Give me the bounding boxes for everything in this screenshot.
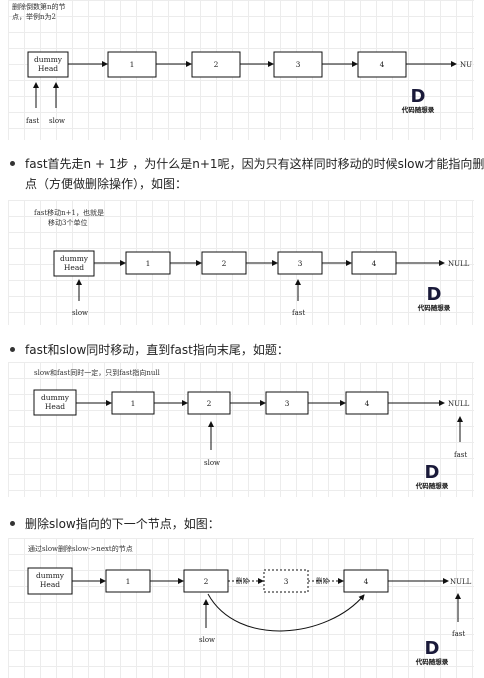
caption-line: fast移动n+1，也就是 [34,209,104,217]
diagram-caption: 通过slow删除slow->next的节点 [28,544,133,554]
pointer-arrows [203,593,461,628]
pointer-slow-label: slow [72,309,88,317]
pointer-fast-label: fast [454,451,467,459]
node-label: 3 [285,399,290,408]
bullet-text: 删除slow指向的下一个节点，如图： [25,517,220,531]
node-label: 2 [214,60,219,69]
node-label: 3 [284,577,289,586]
node-2: 2 [201,251,247,275]
pointer-slow-label: slow [199,636,215,644]
node-3: 3 [265,391,309,415]
bullet-step-2: fast和slow同时移动，直到fast指向末尾，如题： [8,340,289,360]
logo-text: 代码随想录 [401,106,435,114]
node-label: 3 [298,259,303,268]
pointer-fast-label: fast [26,117,39,125]
delete-label: 删除 [236,576,250,585]
node-2: 2 [187,391,231,415]
logo-letter: D [424,462,440,483]
node-label: 2 [222,259,227,268]
pointer-slow-label: slow [49,117,65,125]
bullet-dot [10,520,15,526]
logo-text: 代码随想录 [415,482,449,490]
node-label: 4 [365,399,370,408]
diagram-caption: 删除倒数第n的节 点，举例n为2 [12,2,66,22]
bullet-dot [10,346,15,352]
node-1: 1 [111,391,155,415]
node-4: 4 [351,251,397,275]
node-1: 1 [105,569,151,593]
pointer-fast-label: fast [292,309,305,317]
node-label: 1 [126,577,131,586]
node-3: 3 [277,251,323,275]
node-label: 3 [296,60,301,69]
bullet-text: fast和slow同时移动，直到fast指向末尾，如题： [25,343,289,357]
logo: D 代码随想录 [402,462,462,491]
logo-letter: D [410,86,426,107]
bullet-dot [10,160,15,166]
bullet-step-3: 删除slow指向的下一个节点，如图： [8,514,220,534]
diagram-caption: slow和fast同时一定，只到fast指向null [34,368,160,378]
caption-line: slow和fast同时一定，只到fast指向null [34,369,160,377]
node-label: 2 [204,577,209,586]
node-label: 4 [364,577,369,586]
logo: D 代码随想录 [402,638,462,667]
null-label: NULL [450,578,472,586]
caption-line: 删除倒数第n的节 [12,3,66,11]
pointer-arrows [76,279,301,301]
pointer-arrows [208,416,463,450]
pointer-arrows [33,82,59,108]
skip-arrow [207,593,365,632]
bullet-text: 点（方便做删除操作），如图： [25,177,188,191]
logo-letter: D [424,638,440,659]
node-4: 4 [357,51,407,78]
node-label: 1 [131,399,136,408]
null-label: NULL [448,260,470,268]
node-1: 1 [107,51,157,78]
bullet-step-1: fast首先走n + 1步 ，为什么是n+1呢，因为只有这样同时移动的时候slo… [8,154,484,194]
logo-text: 代码随想录 [415,658,449,666]
node-2: 2 [183,569,229,593]
node-label: 1 [146,259,151,268]
null-label: NULL [448,400,470,408]
delete-label: 删除 [316,576,330,585]
null-label: NU [460,61,472,69]
bullet-text: fast首先走n + 1步 ，为什么是n+1呢，因为只有这样同时移动的时候slo… [25,157,484,171]
pointer-fast-label: fast [452,630,465,638]
node-label: 4 [380,60,385,69]
diagram-caption: fast移动n+1，也就是 移动3个单位 [34,208,104,228]
node-3: 3 [273,51,323,78]
logo: D 代码随想录 [388,86,448,115]
node-4: 4 [345,391,389,415]
node-4: 4 [343,569,389,593]
logo: D 代码随想录 [404,284,464,313]
caption-line: 点，举例n为2 [12,13,56,21]
caption-line: 移动3个单位 [48,219,88,227]
node-2: 2 [191,51,241,78]
node-label: 1 [130,60,135,69]
logo-text: 代码随想录 [417,304,451,312]
logo-letter: D [426,284,442,305]
node-label: 4 [372,259,377,268]
node-3-deleted: 3 [263,569,309,593]
node-label: 2 [207,399,212,408]
pointer-slow-label: slow [204,459,220,467]
caption-line: 通过slow删除slow->next的节点 [28,545,133,553]
node-1: 1 [125,251,171,275]
